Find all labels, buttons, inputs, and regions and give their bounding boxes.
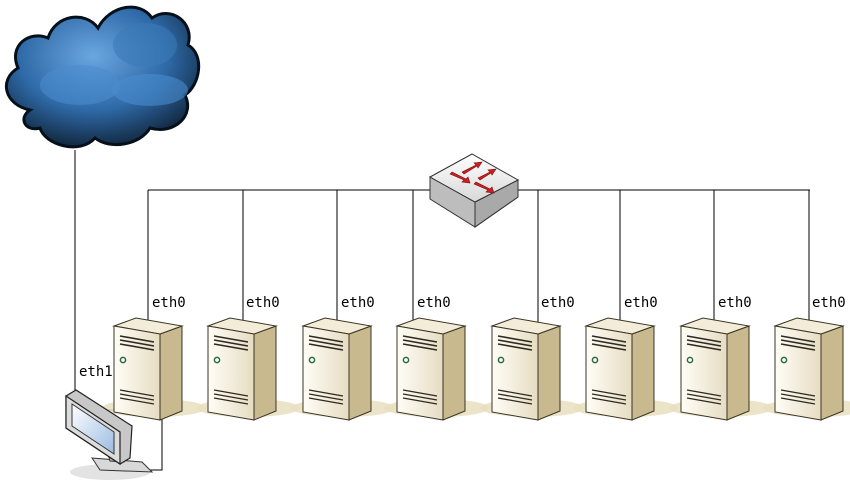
tower-server-icon [668, 317, 774, 421]
eth0-label: eth0 [152, 295, 186, 311]
tower-server-icon [479, 317, 585, 421]
eth0-label: eth0 [624, 295, 658, 311]
cloud-icon [5, 5, 201, 149]
network-switch-icon [428, 153, 520, 228]
connection-lines [74, 150, 810, 471]
eth0-label: eth0 [812, 295, 846, 311]
tower-server-icon [762, 317, 850, 421]
eth0-label: eth0 [341, 295, 375, 311]
tower-server-icon [384, 317, 490, 421]
tower-server-icon [101, 317, 207, 421]
eth1-label: eth1 [79, 364, 113, 380]
tower-server-icon [290, 317, 396, 421]
tower-server-icon [195, 317, 301, 421]
eth0-label: eth0 [417, 295, 451, 311]
eth0-label: eth0 [541, 295, 575, 311]
eth0-label: eth0 [718, 295, 752, 311]
eth0-label: eth0 [246, 295, 280, 311]
tower-server-icon [573, 317, 679, 421]
monitor-icon [65, 389, 154, 480]
